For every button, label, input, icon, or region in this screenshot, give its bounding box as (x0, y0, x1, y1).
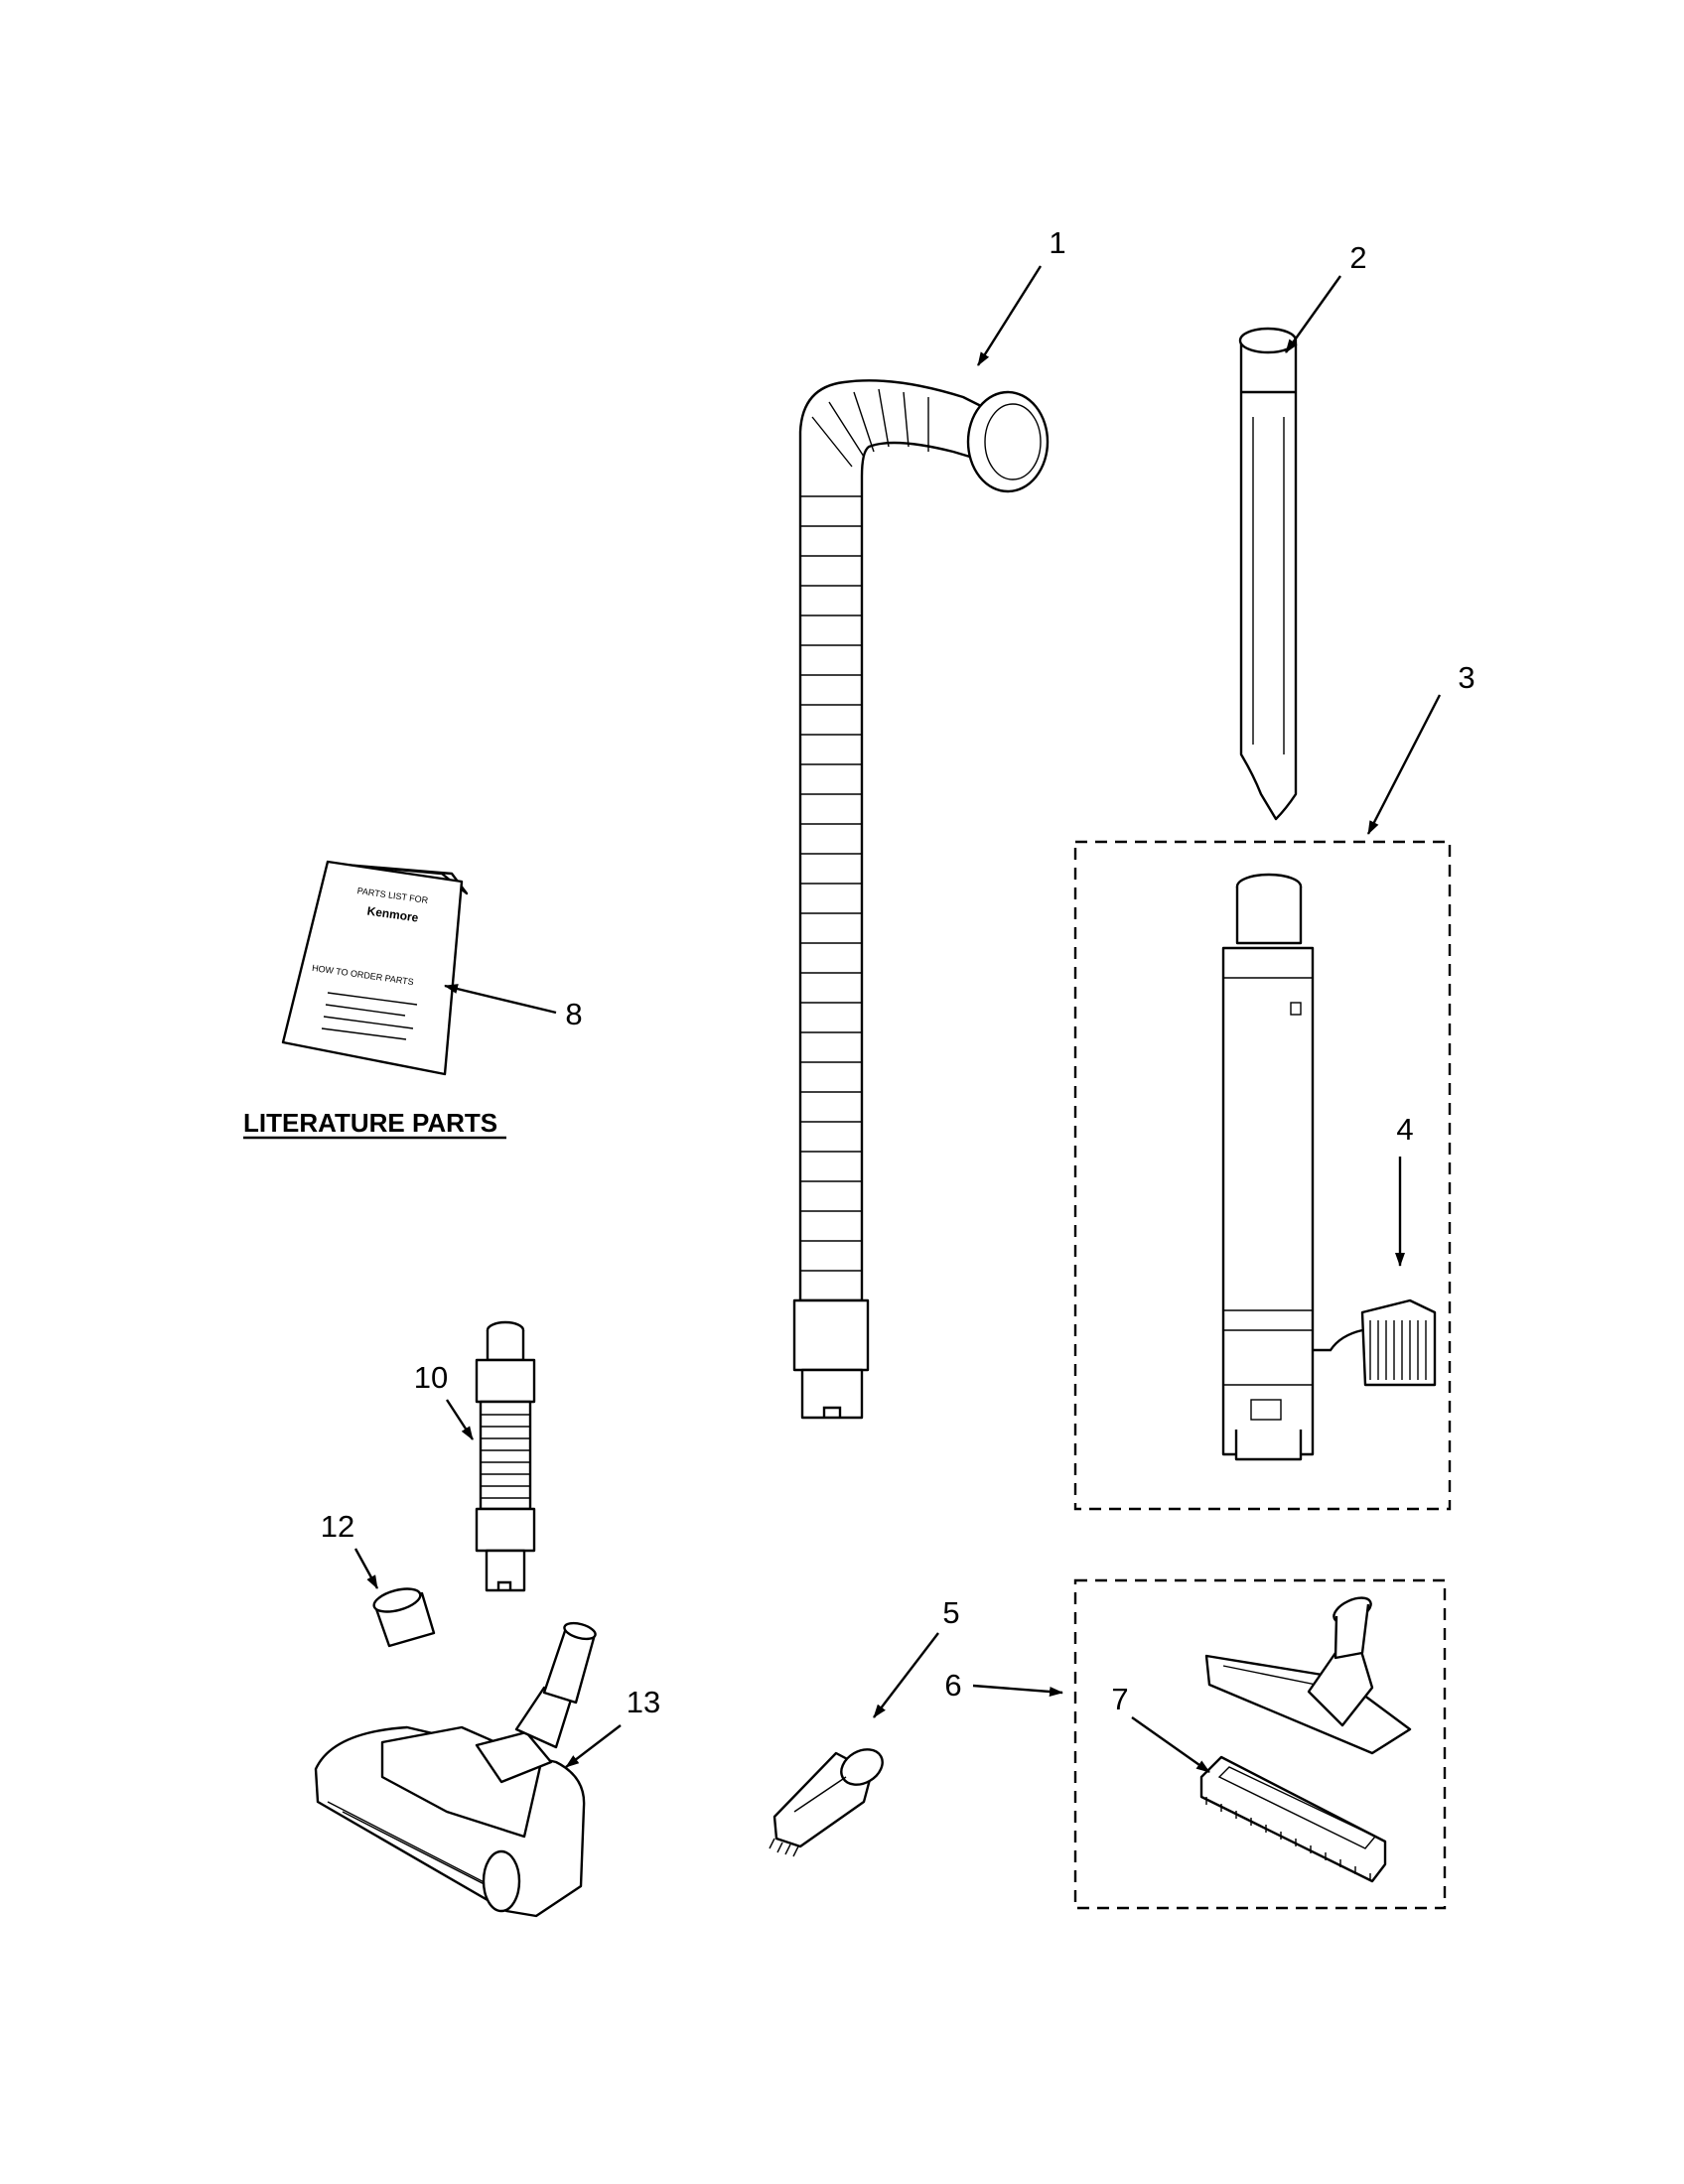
literature-parts-title: LITERATURE PARTS (243, 1108, 497, 1138)
power-nozzle-part-13 (314, 1621, 597, 1918)
clip-part-4 (1313, 1298, 1437, 1387)
leader-lines (353, 265, 1442, 1773)
callout-7: 7 (1111, 1682, 1128, 1716)
callout-3: 3 (1458, 660, 1474, 695)
hose-part-1 (792, 379, 1050, 1420)
dusting-brush-part-5 (769, 1748, 884, 1857)
crevice-tool-part-2 (1238, 327, 1298, 821)
callout-12: 12 (321, 1509, 354, 1544)
extension-hose-part-10 (475, 1320, 536, 1592)
upholstery-tool (1204, 1596, 1412, 1755)
callout-1: 1 (1049, 225, 1065, 260)
callout-13: 13 (627, 1685, 660, 1719)
callout-numbers: 1 2 3 4 5 6 7 8 10 12 13 (321, 225, 1475, 1719)
dusting-brush-part-7 (1199, 1755, 1387, 1883)
callout-2: 2 (1349, 240, 1366, 275)
callout-5: 5 (942, 1595, 959, 1630)
wand-part-3 (1221, 873, 1315, 1461)
tools-kit-dashed-box (1073, 1578, 1447, 1910)
adapter-part-12 (372, 1587, 436, 1648)
callout-4: 4 (1396, 1112, 1413, 1147)
callout-10: 10 (414, 1360, 448, 1395)
wand-kit-dashed-box (1073, 840, 1452, 1511)
callout-8: 8 (565, 997, 582, 1031)
callout-6: 6 (944, 1668, 961, 1703)
parts-booklet-part-8: PARTS LIST FOR Kenmore HOW TO ORDER PART… (281, 860, 469, 1076)
